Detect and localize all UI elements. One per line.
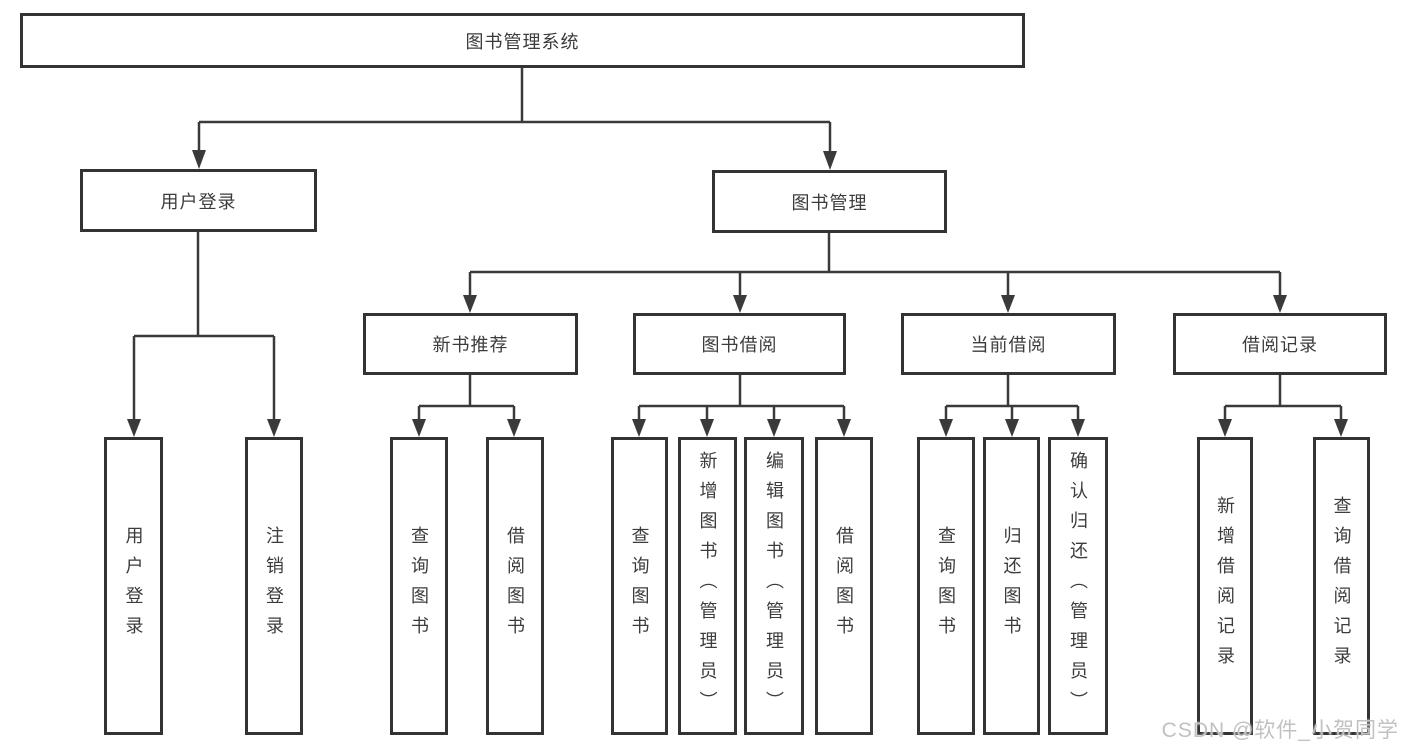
leaf-add-books-admin: 新增图书（管理员） xyxy=(678,437,737,735)
leaf-label: 确认归还（管理员） xyxy=(1068,451,1088,721)
leaf-borrow-books-2: 借阅图书 xyxy=(815,437,873,735)
node-label: 图书借阅 xyxy=(701,335,778,355)
node-new-book-recommendation: 新书推荐 xyxy=(363,313,578,375)
leaf-label: 归还图书 xyxy=(1001,526,1022,646)
leaf-label: 新增借阅记录 xyxy=(1215,496,1235,676)
leaf-label: 查询图书 xyxy=(936,526,956,646)
leaf-confirm-return-admin: 确认归还（管理员） xyxy=(1048,437,1108,735)
node-current-borrowing: 当前借阅 xyxy=(901,313,1116,375)
leaf-query-borrow-record: 查询借阅记录 xyxy=(1313,437,1370,735)
node-book-borrowing: 图书借阅 xyxy=(633,313,846,375)
leaf-label: 查询图书 xyxy=(409,526,429,646)
leaf-add-borrow-record: 新增借阅记录 xyxy=(1197,437,1253,735)
leaf-label: 注销登录 xyxy=(264,526,284,646)
leaf-label: 借阅图书 xyxy=(505,526,525,646)
node-label: 图书管理系统 xyxy=(465,31,580,52)
leaf-label: 查询图书 xyxy=(629,526,650,646)
node-user-login: 用户登录 xyxy=(80,169,317,232)
node-library-management-system: 图书管理系统 xyxy=(20,13,1025,68)
node-book-management: 图书管理 xyxy=(712,170,947,233)
arrowhead-icons xyxy=(127,150,1348,437)
leaf-query-books-3: 查询图书 xyxy=(917,437,975,735)
leaf-label: 新增图书（管理员） xyxy=(697,451,718,721)
node-label: 当前借阅 xyxy=(970,335,1047,355)
leaf-label: 用户登录 xyxy=(123,526,144,646)
node-label: 新书推荐 xyxy=(432,335,509,355)
csdn-watermark: CSDN @软件_小贺同学 xyxy=(1161,719,1399,742)
leaf-logout: 注销登录 xyxy=(245,437,303,735)
leaf-user-login: 用户登录 xyxy=(104,437,163,735)
node-label: 用户登录 xyxy=(160,191,237,212)
node-label: 图书管理 xyxy=(791,192,868,213)
leaf-query-books-1: 查询图书 xyxy=(390,437,448,735)
leaf-query-books-2: 查询图书 xyxy=(611,437,668,735)
node-borrowing-records: 借阅记录 xyxy=(1173,313,1387,375)
leaf-label: 查询借阅记录 xyxy=(1331,496,1352,676)
leaf-return-books: 归还图书 xyxy=(983,437,1040,735)
node-label: 借阅记录 xyxy=(1242,335,1318,355)
leaf-edit-books-admin: 编辑图书（管理员） xyxy=(744,437,804,735)
leaf-label: 编辑图书（管理员） xyxy=(764,451,784,721)
leaf-label: 借阅图书 xyxy=(834,526,854,646)
leaf-borrow-books-1: 借阅图书 xyxy=(486,437,544,735)
